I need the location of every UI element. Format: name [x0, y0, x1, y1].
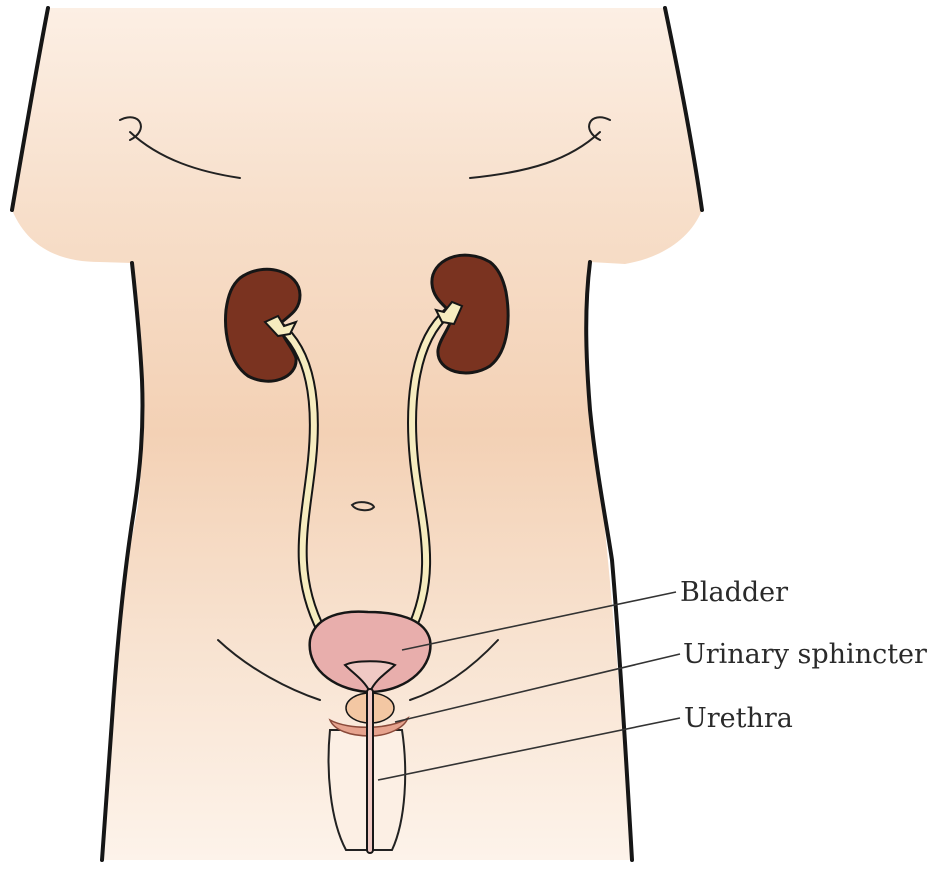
sphincter-label: Urinary sphincter [683, 639, 927, 670]
urethra-label: Urethra [684, 703, 793, 734]
left-kidney [226, 269, 300, 381]
right-kidney [432, 255, 508, 373]
bladder-label: Bladder [680, 577, 788, 608]
